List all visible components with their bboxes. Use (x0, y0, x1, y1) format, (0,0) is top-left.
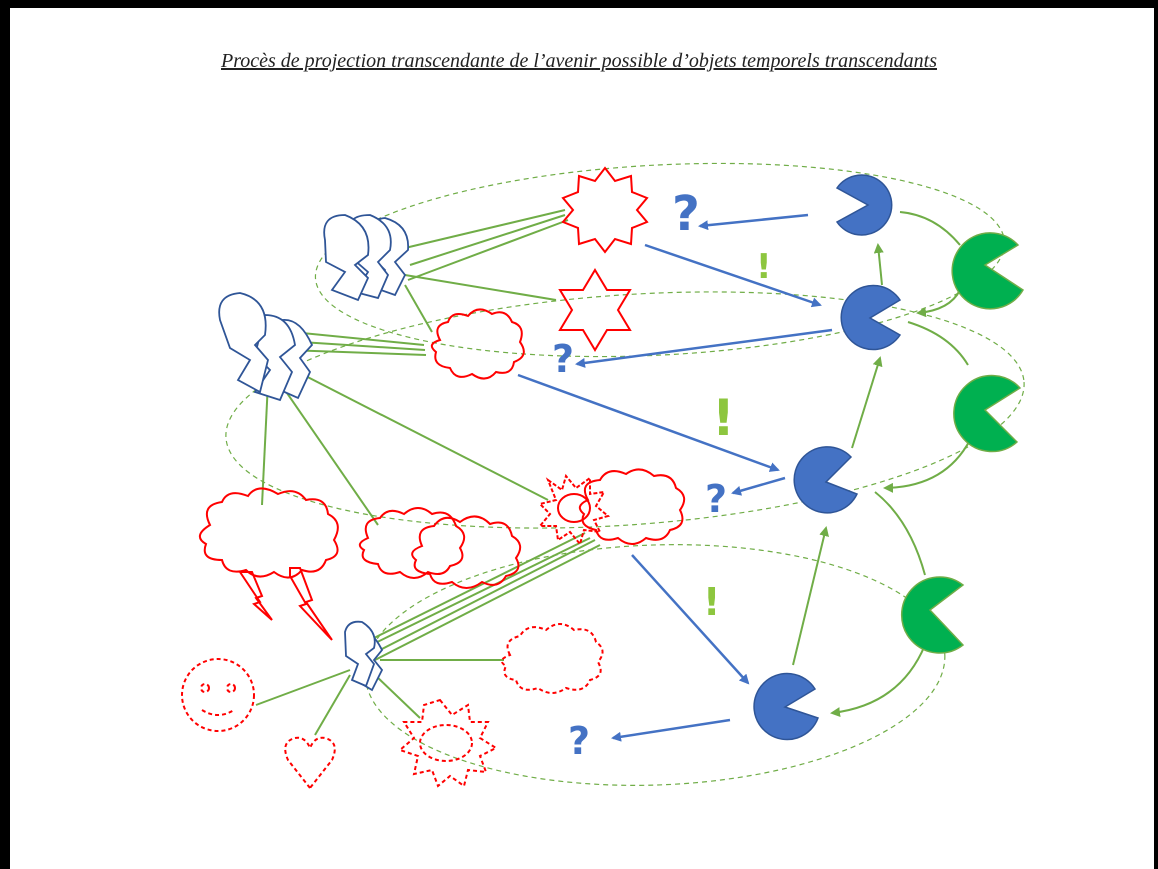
red-ten-point-star (561, 166, 649, 254)
blue-pacman-4 (753, 672, 819, 741)
red-cloud-2 (358, 507, 466, 579)
blue-pacmen (753, 174, 902, 741)
ellipse-top (314, 162, 1006, 358)
red-heart (284, 736, 336, 790)
question-mark-2: ? (552, 337, 574, 381)
exclamation-mark-1: ! (756, 247, 772, 287)
exclamation-marks: ! ! ! (703, 247, 772, 624)
head-group-top (323, 214, 409, 302)
question-mark-3: ? (705, 477, 727, 521)
red-lightning-1 (238, 571, 273, 621)
blue-arrows (517, 213, 833, 742)
red-cloud-3 (411, 515, 522, 589)
red-six-point-star (558, 268, 632, 352)
red-shapes (199, 166, 686, 641)
head-group-middle (218, 292, 314, 402)
green-pacman-1 (951, 232, 1025, 310)
green-pacman-3 (900, 576, 965, 654)
red-smiley-face (181, 658, 255, 732)
question-mark-4: ? (568, 719, 590, 763)
red-sun-rays (537, 473, 611, 547)
red-dashed-sun (398, 698, 499, 788)
red-storm-cloud-1 (199, 487, 339, 579)
exclamation-mark-2: ! (712, 389, 735, 447)
green-lines (251, 209, 601, 736)
head-group-small (344, 620, 384, 692)
blue-pacman-1 (835, 174, 893, 236)
red-cloud-4 (578, 468, 686, 545)
question-mark-1: ? (672, 186, 700, 242)
ellipse-middle (225, 291, 1025, 529)
red-sun-core (557, 493, 591, 523)
blue-heads (218, 214, 409, 692)
red-cloud-1 (430, 308, 525, 380)
exclamation-mark-3: ! (703, 580, 720, 624)
green-pacmen (900, 232, 1025, 654)
green-arrows (792, 211, 971, 718)
ellipse-bottom (364, 544, 946, 786)
red-dashed-shapes (181, 623, 604, 790)
diagram-title: Procès de projection transcendante de l’… (221, 50, 937, 72)
question-marks: ? ? ? ? (552, 186, 727, 763)
blue-pacman-3 (793, 446, 859, 514)
red-dashed-cloud (500, 623, 604, 694)
blue-pacman-2 (840, 284, 902, 351)
green-pacman-2 (953, 374, 1022, 453)
red-lightning-2 (289, 567, 333, 641)
